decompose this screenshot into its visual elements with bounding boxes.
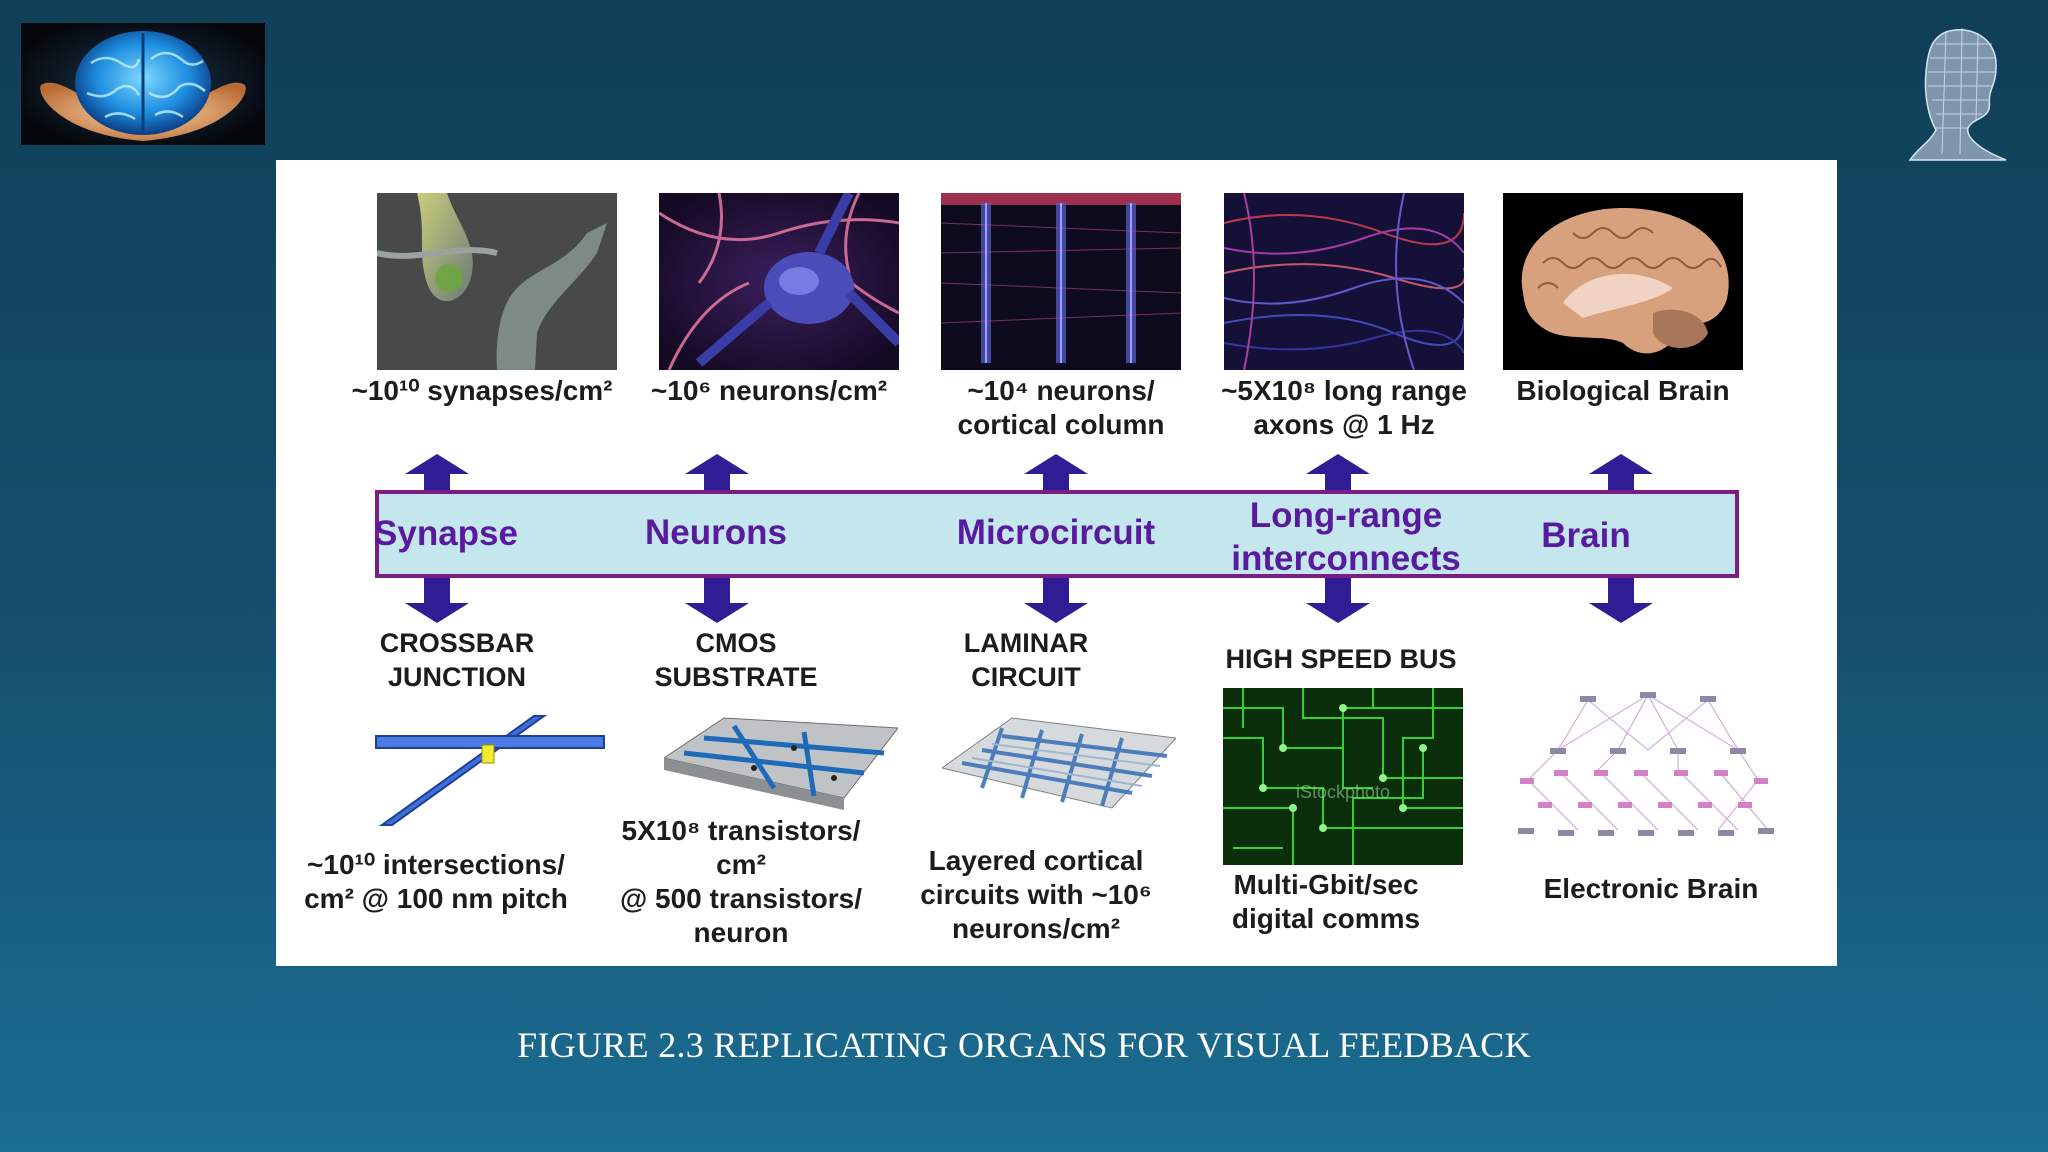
band-label-neurons: Neurons [645, 513, 787, 552]
laminar-density-label: Layered cortical circuits with ~10⁶ neur… [920, 845, 1152, 944]
crossbar-junction-heading: CROSSBAR JUNCTION [379, 628, 535, 692]
biological-brain-photo [1503, 193, 1743, 370]
digital-head-icon [1908, 27, 2007, 161]
figure-caption: FIGURE 2.3 REPLICATING ORGANS FOR VISUAL… [517, 1025, 1531, 1065]
neurons-photo [659, 193, 899, 370]
arrow-up-icon [685, 454, 749, 492]
cmos-substrate-diagram [664, 698, 898, 818]
band-label-synapse: Synapse [374, 514, 518, 553]
arrow-up-icon [1024, 454, 1088, 492]
high-speed-bus-heading: HIGH SPEED BUS [1225, 644, 1457, 674]
circuit-board-photo: iStockphoto [1223, 688, 1463, 865]
figure-panel: ~10¹⁰ synapses/cm² ~10⁶ neurons/cm² ~10⁴… [276, 160, 1837, 966]
band-label-brain: Brain [1541, 516, 1631, 555]
band-label-microcircuit: Microcircuit [956, 513, 1156, 552]
synapse-density-label: ~10¹⁰ synapses/cm² [351, 375, 613, 406]
laminar-circuit-diagram [942, 698, 1176, 828]
electronic-brain-label: Electronic Brain [1543, 873, 1759, 904]
arrow-down-icon [1589, 576, 1653, 623]
biological-brain-label: Biological Brain [1516, 375, 1730, 406]
bidirectional-arrows [405, 454, 1653, 623]
digital-head-logo [1906, 24, 2010, 164]
brain-in-hands-logo [21, 23, 265, 145]
crossbar-density-label: ~10¹⁰ intersections/ cm² @ 100 nm pitch [304, 849, 568, 914]
cmos-density-label: 5X10⁸ transistors/ cm² @ 500 transistors… [619, 815, 863, 948]
arrow-up-icon [405, 454, 469, 492]
arrow-down-icon [405, 576, 469, 623]
band-label-long-range-interconnects: Long-range interconnects [1231, 496, 1461, 578]
long-range-axons-label: ~5X10⁸ long range axons @ 1 Hz [1221, 375, 1467, 440]
istockphoto-watermark: iStockphoto [1296, 782, 1390, 802]
cortical-column-label: ~10⁴ neurons/ cortical column [957, 375, 1165, 440]
long-range-axons-photo [1224, 193, 1464, 370]
arrow-down-icon [1306, 576, 1370, 623]
neuron-density-label: ~10⁶ neurons/cm² [650, 375, 888, 406]
brain-in-hands-icon [40, 31, 246, 141]
arrow-up-icon [1589, 454, 1653, 492]
laminar-circuit-heading: LAMINAR CIRCUIT [963, 628, 1089, 692]
bus-speed-label: Multi-Gbit/sec digital comms [1231, 869, 1421, 934]
arrow-down-icon [685, 576, 749, 623]
arrow-down-icon [1024, 576, 1088, 623]
cortical-column-photo [941, 193, 1181, 370]
crossbar-junction-diagram [374, 710, 608, 850]
electronic-brain-network [1498, 690, 1798, 870]
synapse-photo [377, 193, 617, 370]
arrow-up-icon [1306, 454, 1370, 492]
scale-band [375, 490, 1739, 578]
cmos-substrate-heading: CMOS SUBSTRATE [654, 628, 818, 692]
